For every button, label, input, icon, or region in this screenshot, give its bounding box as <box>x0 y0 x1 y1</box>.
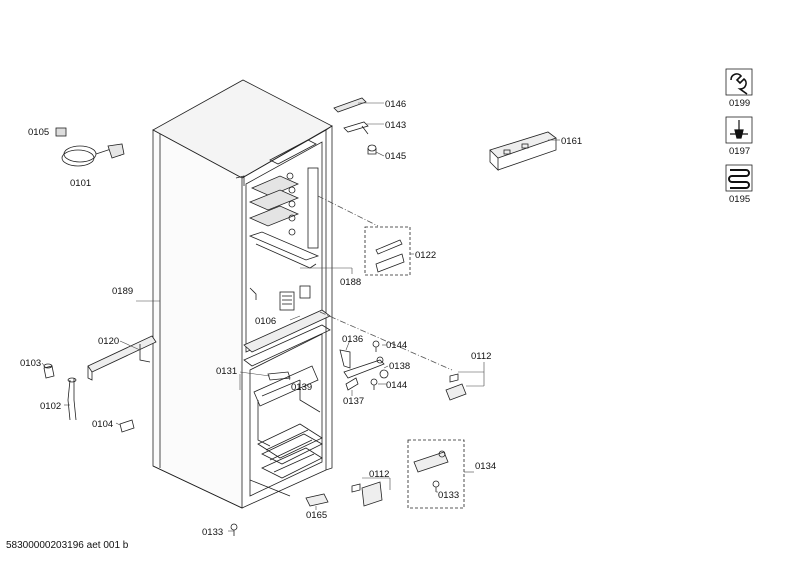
label-0112-upper: 0112 <box>471 351 491 362</box>
label-0101: 0101 <box>70 178 91 189</box>
label-0131: 0131 <box>216 366 237 377</box>
label-0106: 0106 <box>255 316 276 327</box>
label-0102: 0102 <box>40 401 61 412</box>
label-0134: 0134 <box>475 461 496 472</box>
legend-box-0197 <box>725 116 753 144</box>
label-0144-upper: 0144 <box>386 340 407 351</box>
label-0105: 0105 <box>28 127 49 138</box>
label-0189: 0189 <box>112 286 133 297</box>
legend-code-0197: 0197 <box>729 146 750 157</box>
label-0103: 0103 <box>20 358 41 369</box>
legend-box-0199 <box>725 68 753 96</box>
fridge-cabinet <box>152 79 333 509</box>
label-0188: 0188 <box>340 277 361 288</box>
label-0136: 0136 <box>342 334 363 345</box>
wrench-icon <box>730 73 748 95</box>
label-0133-group: 0133 <box>438 490 459 501</box>
label-0143: 0143 <box>385 120 406 131</box>
coil-icon <box>728 169 750 189</box>
label-0165: 0165 <box>306 510 327 521</box>
label-0112-lower: 0112 <box>369 469 389 480</box>
legend-box-0195 <box>725 164 753 192</box>
legend-code-0195: 0195 <box>729 194 750 205</box>
screwdriver-icon <box>730 120 748 139</box>
label-0104: 0104 <box>92 419 113 430</box>
drawing-number: 58300000203196 aet 001 b <box>6 540 129 551</box>
label-0138: 0138 <box>389 361 410 372</box>
label-0120: 0120 <box>98 336 119 347</box>
label-0139: 0139 <box>291 382 312 393</box>
label-0137: 0137 <box>343 396 364 407</box>
label-0145: 0145 <box>385 151 406 162</box>
label-0122: 0122 <box>415 250 436 261</box>
label-0133-bottom: 0133 <box>202 527 223 538</box>
label-0161: 0161 <box>561 136 582 147</box>
label-0146: 0146 <box>385 99 406 110</box>
legend-code-0199: 0199 <box>729 98 750 109</box>
label-0144-lower: 0144 <box>386 380 407 391</box>
